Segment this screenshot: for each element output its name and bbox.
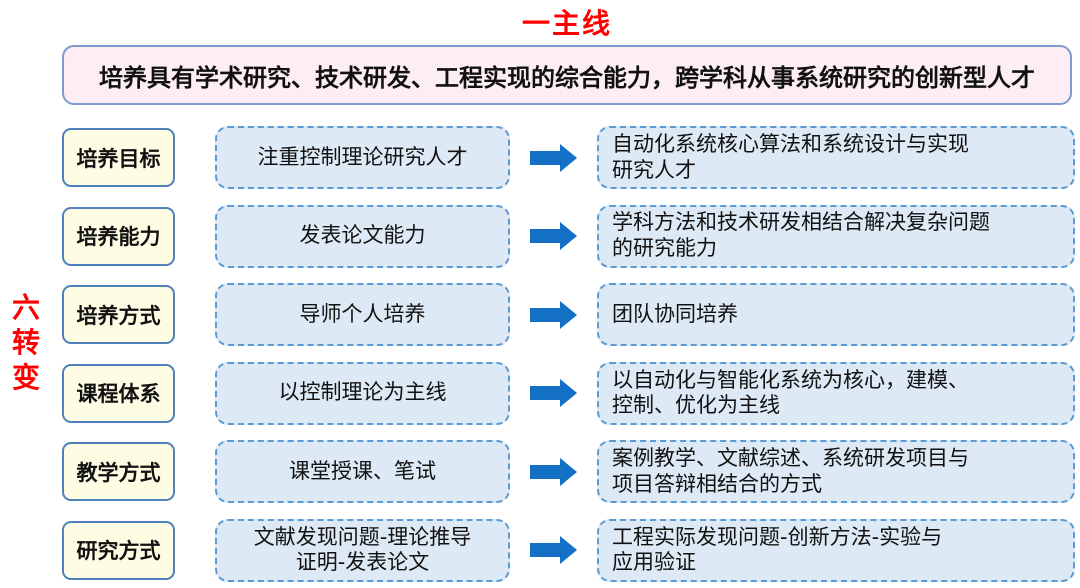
right-arrow-icon [530, 222, 577, 251]
right-arrow-icon [530, 379, 577, 408]
row-category-label-text: 课程体系 [76, 382, 161, 407]
row-category-label-text: 培养目标 [76, 146, 161, 171]
row-from-box: 导师个人培养 [215, 283, 510, 347]
row-category-label-text: 研究方式 [76, 539, 161, 564]
row-to-box: 自动化系统核心算法和系统设计与实现 研究人才 [597, 126, 1075, 189]
table-row-1: 培养目标 注重控制理论研究人才 自动化系统核心算法和系统设计与实现 研究人才 [62, 126, 1075, 189]
row-from-box: 文献发现问题-理论推导 证明-发表论文 [215, 518, 510, 582]
row-category-label-text: 培养能力 [76, 225, 161, 250]
right-arrow-icon [530, 300, 577, 329]
row-from-box: 课堂授课、笔试 [215, 440, 510, 504]
row-to-text: 自动化系统核心算法和系统设计与实现 研究人才 [612, 131, 969, 182]
row-from-text: 以控制理论为主线 [278, 380, 447, 405]
row-from-box: 发表论文能力 [215, 204, 510, 268]
right-arrow-icon [530, 457, 577, 486]
row-category-label: 培养方式 [62, 285, 175, 345]
row-to-box: 案例教学、文献综述、系统研发项目与 项目答辩相结合的方式 [597, 440, 1075, 504]
row-to-box: 工程实际发现问题-创新方法-实验与 应用验证 [597, 518, 1075, 582]
row-to-text: 学科方法和技术研发相结合解决复杂问题 的研究能力 [612, 210, 990, 261]
arrow-wrap [510, 457, 597, 486]
table-row-3: 培养方式 导师个人培养 团队协同培养 [62, 283, 1075, 347]
table-row-4: 课程体系 以控制理论为主线 以自动化与智能化系统为核心，建模、 控制、优化为主线 [62, 361, 1075, 425]
row-category-label: 教学方式 [62, 442, 175, 502]
six-changes-side-label: 六转变 [11, 291, 40, 394]
goal-banner: 培养具有学术研究、技术研发、工程实现的综合能力，跨学科从事系统研究的创新型人才 [62, 45, 1072, 105]
row-from-text: 课堂授课、笔试 [289, 459, 436, 484]
table-row-5: 教学方式 课堂授课、笔试 案例教学、文献综述、系统研发项目与 项目答辩相结合的方… [62, 440, 1075, 504]
row-to-text: 工程实际发现问题-创新方法-实验与 应用验证 [612, 524, 943, 575]
row-from-box: 以控制理论为主线 [215, 361, 510, 425]
row-from-text: 导师个人培养 [299, 301, 426, 326]
row-to-text: 团队协同培养 [612, 301, 738, 326]
goal-banner-text: 培养具有学术研究、技术研发、工程实现的综合能力，跨学科从事系统研究的创新型人才 [99, 63, 1035, 92]
row-category-label: 培养能力 [62, 206, 175, 266]
row-category-label: 研究方式 [62, 520, 175, 580]
row-to-text: 以自动化与智能化系统为核心，建模、 控制、优化为主线 [612, 367, 969, 418]
row-from-box: 注重控制理论研究人才 [215, 126, 510, 189]
row-category-label-text: 教学方式 [76, 460, 161, 485]
row-to-text: 案例教学、文献综述、系统研发项目与 项目答辩相结合的方式 [612, 446, 969, 496]
row-to-box: 学科方法和技术研发相结合解决复杂问题 的研究能力 [597, 204, 1075, 268]
row-category-label: 培养目标 [62, 128, 175, 187]
arrow-wrap [510, 222, 597, 251]
right-arrow-icon [530, 143, 577, 172]
arrow-wrap [510, 379, 597, 408]
table-row-2: 培养能力 发表论文能力 学科方法和技术研发相结合解决复杂问题 的研究能力 [62, 204, 1075, 268]
row-category-label: 课程体系 [62, 363, 175, 423]
right-arrow-icon [530, 536, 577, 565]
arrow-wrap [510, 143, 597, 172]
row-category-label-text: 培养方式 [76, 303, 161, 328]
row-from-text: 发表论文能力 [299, 223, 426, 248]
row-from-text: 注重控制理论研究人才 [257, 144, 468, 169]
row-to-box: 以自动化与智能化系统为核心，建模、 控制、优化为主线 [597, 361, 1075, 425]
row-to-box: 团队协同培养 [597, 283, 1075, 347]
row-from-text: 文献发现问题-理论推导 证明-发表论文 [253, 524, 472, 575]
table-row-6: 研究方式 文献发现问题-理论推导 证明-发表论文 工程实际发现问题-创新方法-实… [62, 518, 1075, 582]
rows-container: 培养目标 注重控制理论研究人才 自动化系统核心算法和系统设计与实现 研究人才 培… [62, 126, 1075, 582]
arrow-wrap [510, 536, 597, 565]
arrow-wrap [510, 300, 597, 329]
page-title: 一主线 [521, 7, 612, 40]
